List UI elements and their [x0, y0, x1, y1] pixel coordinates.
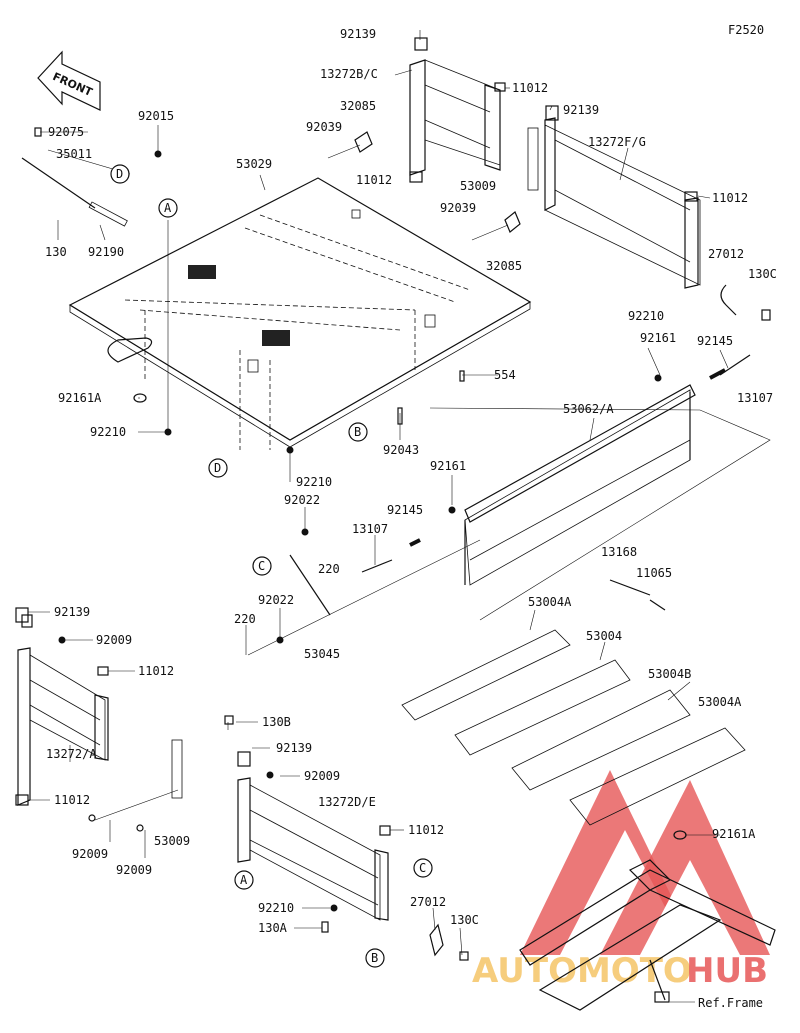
callout-a-2: A — [234, 870, 254, 890]
callout-d-2-text: D — [214, 461, 221, 475]
label-92145-b: 92145 — [387, 503, 423, 517]
label-53004b: 53004B — [648, 667, 691, 681]
label-92161-b: 92161 — [430, 459, 466, 473]
side-panel-13272de — [237, 751, 444, 957]
floor-mats — [401, 629, 746, 826]
label-130c-b: 130C — [450, 913, 479, 927]
label-32085-b: 32085 — [486, 259, 522, 273]
callout-b-1: B — [348, 422, 368, 442]
callout-b-1-text: B — [354, 425, 361, 439]
label-92139-d: 92139 — [276, 741, 312, 755]
side-panel-13272bc — [327, 37, 506, 183]
callouts: D A B D C A C B — [110, 164, 433, 968]
label-11012-d: 11012 — [138, 664, 174, 678]
label-92022-b: 92022 — [258, 593, 294, 607]
label-92161a-2: 92161A — [712, 827, 756, 841]
label-13272a: 13272/A — [46, 747, 97, 761]
reference-frame — [519, 859, 776, 1011]
label-92009-a: 92009 — [96, 633, 132, 647]
label-92145-a: 92145 — [697, 334, 733, 348]
callout-c-2-text: C — [419, 861, 426, 875]
bars — [21, 157, 751, 656]
label-53009-a: 53009 — [460, 179, 496, 193]
label-92210-c: 92210 — [296, 475, 332, 489]
label-554: 554 — [494, 368, 516, 382]
callout-c-1-text: C — [258, 559, 265, 573]
label-92139-top: 92139 — [340, 27, 376, 41]
label-92190: 92190 — [88, 245, 124, 259]
label-130b: 130B — [262, 715, 291, 729]
callout-b-2-text: B — [371, 951, 378, 965]
label-92009-d: 92009 — [304, 769, 340, 783]
label-92210-b: 92210 — [90, 425, 126, 439]
label-92075: 92075 — [48, 125, 84, 139]
label-92039-b: 92039 — [440, 201, 476, 215]
label-92139-c: 92139 — [54, 605, 90, 619]
label-220-b: 220 — [234, 612, 256, 626]
label-92210-d: 92210 — [258, 901, 294, 915]
label-92139-b: 92139 — [563, 103, 599, 117]
label-53004a-1: 53004A — [528, 595, 572, 609]
label-11012-a: 11012 — [512, 81, 548, 95]
label-11012-c: 11012 — [712, 191, 748, 205]
label-92015: 92015 — [138, 109, 174, 123]
label-35011: 35011 — [56, 147, 92, 161]
label-11012-f: 11012 — [408, 823, 444, 837]
watermark-logo: AUTOMOTO HUB — [472, 770, 770, 991]
label-92161a-1: 92161A — [58, 391, 102, 405]
label-53029: 53029 — [236, 157, 272, 171]
label-27012-a: 27012 — [708, 247, 744, 261]
label-ref-frame: Ref.Frame — [698, 996, 763, 1010]
callout-c-1: C — [252, 556, 272, 576]
label-53009-b: 53009 — [154, 834, 190, 848]
label-13107-b: 13107 — [352, 522, 388, 536]
label-92009-b: 92009 — [72, 847, 108, 861]
label-11065: 11065 — [636, 566, 672, 580]
front-arrow-icon: FRONT — [37, 50, 101, 111]
label-92161-a: 92161 — [640, 331, 676, 345]
label-53045: 53045 — [304, 647, 340, 661]
side-panel-13272fg — [471, 105, 737, 316]
label-11012-b: 11012 — [356, 173, 392, 187]
label-11012-e: 11012 — [54, 793, 90, 807]
label-92043: 92043 — [383, 443, 419, 457]
label-130: 130 — [45, 245, 67, 259]
label-92022-a: 92022 — [284, 493, 320, 507]
label-130a: 130A — [258, 921, 288, 935]
label-13272de: 13272D/E — [318, 795, 376, 809]
label-27012-b: 27012 — [410, 895, 446, 909]
figure-id: F2520 — [728, 23, 764, 37]
part-labels: F2520 92139 13272B/C 11012 32085 92039 1… — [45, 23, 777, 1010]
callout-a-1-text: A — [164, 201, 172, 215]
label-53004: 53004 — [586, 629, 622, 643]
label-130c-a: 130C — [748, 267, 777, 281]
callout-d-1: D — [110, 164, 130, 184]
tailgate-53062a — [429, 384, 771, 621]
callout-d-2: D — [208, 458, 228, 478]
label-13272fg: 13272F/G — [588, 135, 646, 149]
label-220-a: 220 — [318, 562, 340, 576]
watermark-text-left: AUTOMOTO — [472, 951, 692, 991]
watermark-text-right: HUB — [686, 951, 768, 991]
label-13272bc: 13272B/C — [320, 67, 378, 81]
label-13168: 13168 — [601, 545, 637, 559]
label-53062a: 53062/A — [563, 402, 614, 416]
label-92210-a: 92210 — [628, 309, 664, 323]
callout-a-1: A — [158, 198, 178, 218]
label-53004a-2: 53004A — [698, 695, 742, 709]
label-92009-c: 92009 — [116, 863, 152, 877]
callout-b-2: B — [365, 948, 385, 968]
callout-c-2: C — [413, 858, 433, 878]
fasteners — [21, 127, 771, 961]
label-13107-a: 13107 — [737, 391, 773, 405]
cargo-bed-plate — [68, 177, 532, 450]
label-32085-a: 32085 — [340, 99, 376, 113]
callout-d-1-text: D — [116, 167, 123, 181]
label-92039-a: 92039 — [306, 120, 342, 134]
callout-a-2-text: A — [240, 873, 248, 887]
